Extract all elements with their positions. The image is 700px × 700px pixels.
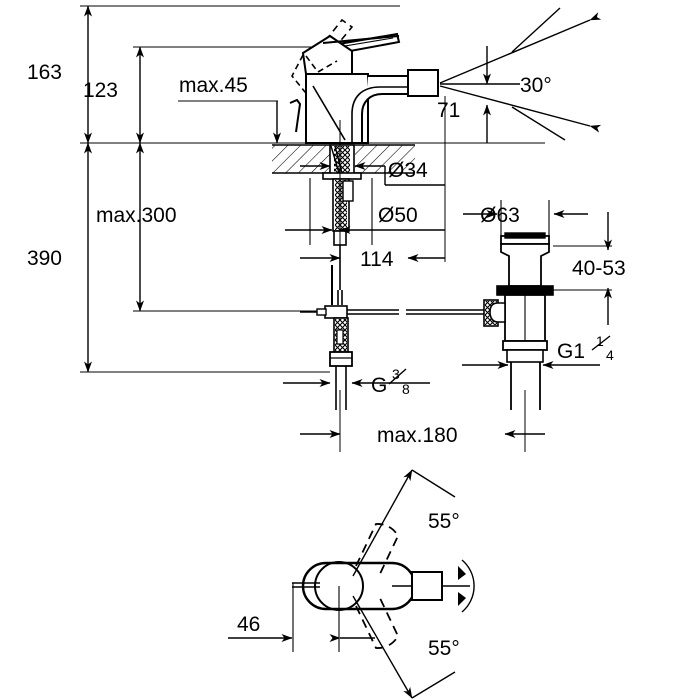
dim-g3-8-main: G	[371, 374, 387, 397]
faucet-body	[289, 18, 439, 144]
dim-46-label: 46	[237, 613, 260, 636]
dim-71-label: 71	[437, 99, 460, 122]
dim-max300-label: max.300	[96, 204, 177, 227]
spout-aerator	[407, 69, 439, 97]
dim-g3-8-denominator: 8	[402, 381, 410, 397]
dim-163-label: 163	[27, 61, 62, 84]
supply-hose	[329, 317, 353, 410]
dim-114-label: 114	[360, 248, 394, 271]
plan-spout-aerator	[411, 571, 443, 601]
dim-g1-1-4-main: G1	[557, 340, 585, 363]
dim-max180	[300, 390, 545, 452]
dim-dia34-label: Ø34	[388, 159, 428, 182]
dim-40-53	[553, 212, 612, 325]
dim-g1-1-4-denominator: 4	[606, 347, 614, 363]
popup-waste-assembly	[489, 232, 554, 410]
dim-123: 123	[83, 46, 144, 144]
mounting-shank	[322, 144, 362, 305]
swivel-arc-indicator	[458, 559, 475, 613]
dim-spray-angle-label: 30°	[520, 74, 552, 97]
dim-spray-angle-group	[439, 7, 602, 141]
dim-g1-1-4-numerator: 1	[596, 333, 604, 349]
dim-163: 163	[27, 5, 92, 144]
plan-handle-ghosts	[355, 523, 400, 649]
dim-max45-label: max.45	[179, 74, 248, 97]
dim-dia50-label: Ø50	[378, 204, 418, 227]
plan-popup-rod	[292, 582, 320, 588]
dim-swivel-upper-label: 55°	[428, 510, 460, 533]
dim-g3-8-numerator: 3	[392, 366, 400, 382]
faucet-body-column	[305, 73, 369, 144]
dim-dia50	[285, 178, 445, 245]
side-elevation-view: 163 123 max.45 390 max.300	[27, 5, 626, 452]
dim-swivel-lower-rays	[352, 595, 456, 699]
dim-g3-8-label-group: G 3 8	[371, 366, 410, 397]
dim-max45: max.45	[179, 74, 281, 144]
dim-dia34	[300, 162, 445, 186]
dim-40-53-label: 40-53	[572, 257, 626, 280]
dim-g1-1-4-label-group: G1 1 4	[557, 333, 614, 363]
dim-max300: max.300	[96, 142, 177, 312]
popup-rod-handle	[289, 98, 302, 133]
faucet-spout-arm	[361, 75, 409, 143]
dim-390-label: 390	[27, 247, 62, 270]
dim-swivel-lower-label: 55°	[428, 637, 460, 660]
plan-body-outline	[301, 561, 417, 611]
dim-max180-label: max.180	[377, 424, 458, 447]
faucet-handle-hub	[301, 34, 353, 75]
dim-123-label: 123	[83, 79, 118, 102]
dim-dia63-label: Ø63	[480, 204, 520, 227]
dim-114	[300, 96, 446, 262]
dim-dia63	[463, 200, 588, 236]
dim-390: 390	[27, 142, 92, 373]
dim-swivel-upper-rays	[352, 469, 456, 577]
dim-71: 71	[437, 46, 491, 143]
plan-view: 55° 55° 46	[228, 469, 475, 699]
dim-46	[228, 583, 375, 652]
